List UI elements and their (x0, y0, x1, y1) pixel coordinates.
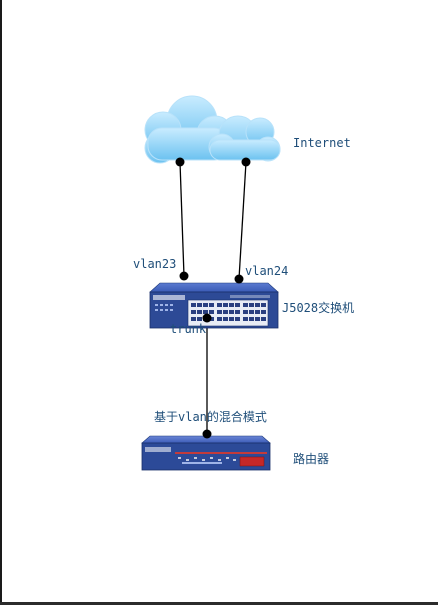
connection-dot (202, 313, 212, 323)
link-vlan23 (179, 161, 185, 277)
router-icon (141, 435, 271, 471)
switch-label: J5028交换机 (282, 301, 355, 315)
frame-left-border (0, 0, 2, 605)
link-vlan24 (238, 161, 247, 280)
connection-dot (179, 271, 189, 281)
trunk-label: trunk (170, 322, 207, 336)
router-mode-label: 基于vlan的混合模式 (154, 410, 267, 424)
internet-label: Internet (293, 136, 351, 150)
cloud-icon (144, 95, 281, 164)
frame-bottom-border (0, 602, 438, 605)
connection-dot (175, 157, 185, 167)
connection-dot (234, 274, 244, 284)
vlan24-label: vlan24 (245, 264, 289, 278)
network-switch-icon (149, 282, 279, 329)
vlan23-label: vlan23 (133, 257, 177, 271)
connection-dot (202, 429, 212, 439)
router-label: 路由器 (293, 452, 330, 466)
connection-dot (241, 157, 251, 167)
